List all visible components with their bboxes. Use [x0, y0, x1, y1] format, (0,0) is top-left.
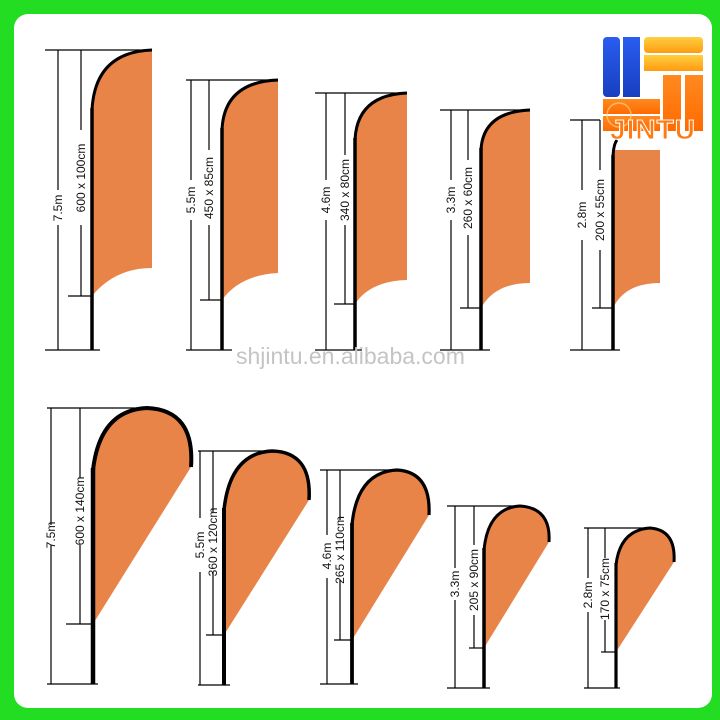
feather-flag-5-size-label: 200 x 55cm	[593, 179, 607, 241]
brand-name: JINTU	[610, 114, 696, 146]
teardrop-flag-4-height-label: 3.3m	[448, 571, 462, 598]
feather-flag-3-size-label: 340 x 80cm	[338, 159, 352, 221]
teardrop-flag-1	[47, 405, 194, 685]
feather-flag-2	[186, 78, 279, 351]
teardrop-flag-4-size-label: 205 x 90cm	[467, 549, 481, 611]
teardrop-flag-3-height-label: 4.6m	[320, 543, 334, 570]
feather-flag-4	[440, 108, 531, 351]
feather-flag-1-size-label: 600 x 100cm	[74, 144, 88, 213]
feather-flag-5	[570, 119, 660, 351]
jintu-logo-icon	[601, 35, 705, 131]
teardrop-flag-5	[584, 526, 676, 689]
feather-flag-3-height-label: 4.6m	[319, 187, 333, 214]
feather-flag-4-size-label: 260 x 60cm	[461, 167, 475, 229]
teardrop-flag-2-size-label: 360 x 120cm	[206, 508, 220, 577]
teardrop-flag-1-size-label: 600 x 140cm	[73, 477, 87, 546]
watermark-text: shjintu.en.alibaba.com	[236, 343, 465, 369]
feather-flag-1-height-label: 7.5m	[51, 195, 65, 222]
teardrop-flag-4	[447, 504, 551, 689]
teardrop-flag-5-height-label: 2.8m	[581, 582, 595, 609]
feather-flag-5-height-label: 2.8m	[575, 202, 589, 229]
teardrop-flag-2	[198, 449, 311, 686]
teardrop-flag-1-height-label: 7.5m	[44, 522, 58, 549]
feather-flag-4-height-label: 3.3m	[444, 187, 458, 214]
feather-flag-2-height-label: 5.5m	[184, 187, 198, 214]
feather-flag-2-size-label: 450 x 85cm	[202, 157, 216, 219]
feather-flag-3	[315, 91, 408, 351]
teardrop-flag-3	[320, 468, 431, 685]
feather-flag-1	[45, 48, 153, 351]
teardrop-flag-3-size-label: 265 x 110cm	[333, 516, 347, 584]
teardrop-flag-5-size-label: 170 x 75cm	[598, 558, 612, 620]
teardrop-flag-2-height-label: 5.5m	[193, 532, 207, 559]
